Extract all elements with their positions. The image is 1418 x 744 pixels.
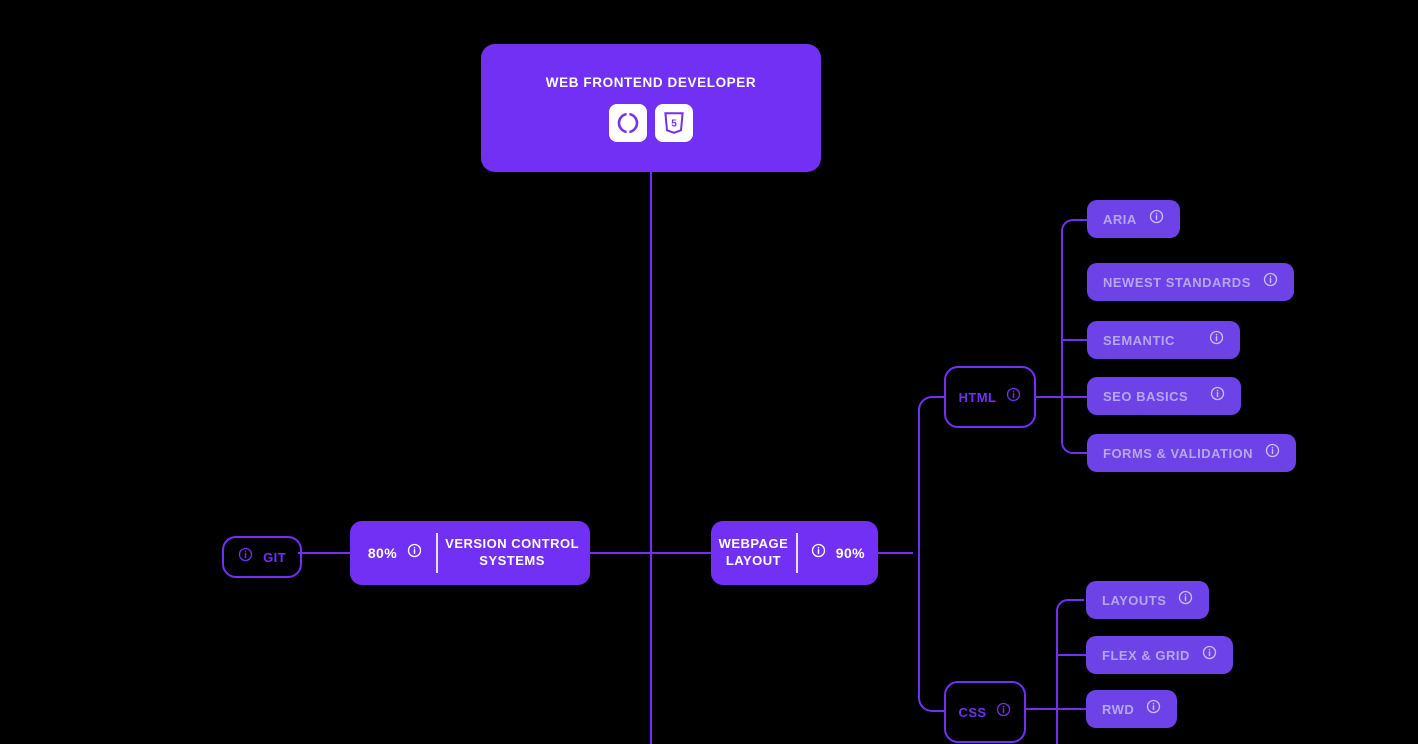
connector-html-seo [1036, 396, 1089, 398]
info-icon[interactable] [1178, 590, 1193, 610]
leaf-semantic[interactable]: SEMANTIC [1087, 321, 1240, 359]
leaf-rwd[interactable]: RWD [1086, 690, 1178, 728]
leaf-label: ARIA [1103, 211, 1137, 227]
leaf-seo-basics[interactable]: SEO BASICS [1087, 377, 1242, 415]
info-icon[interactable] [407, 543, 422, 563]
info-icon[interactable] [1149, 209, 1164, 229]
info-icon[interactable] [238, 547, 253, 567]
info-icon[interactable] [811, 543, 826, 563]
info-icon[interactable] [1209, 330, 1224, 350]
leaf-label: NEWEST STANDARDS [1103, 274, 1251, 290]
css3-icon [609, 103, 647, 142]
info-icon[interactable] [996, 702, 1011, 722]
info-icon[interactable] [1202, 645, 1217, 665]
root-node-label: WEB FRONTEND DEVELOPER [545, 74, 757, 90]
leaf-layouts[interactable]: LAYOUTS [1086, 581, 1210, 619]
connector-branch-bracket [918, 396, 946, 712]
leaf-aria[interactable]: ARIA [1087, 200, 1180, 238]
svg-text:5: 5 [671, 118, 677, 129]
connector-css-flexgrid [1056, 654, 1086, 656]
connector-css-children-bracket [1056, 599, 1084, 744]
node-webpage-layout-percent: 90% [835, 545, 865, 561]
node-divider [436, 533, 439, 573]
info-icon[interactable] [1210, 386, 1225, 406]
leaf-label: LAYOUTS [1102, 592, 1167, 608]
connector-css-rwd [1026, 708, 1086, 710]
leaf-forms-validation[interactable]: FORMS & VALIDATION [1087, 434, 1297, 472]
node-version-control-percent: 80% [367, 545, 398, 561]
node-css-label: CSS [958, 704, 987, 720]
info-icon[interactable] [1006, 387, 1021, 407]
node-html-label: HTML [958, 389, 997, 405]
connector-html-children-bracket [1061, 219, 1087, 454]
root-node-web-frontend-developer[interactable]: WEB FRONTEND DEVELOPER 5 [481, 44, 821, 172]
leaf-label: SEO BASICS [1103, 388, 1189, 404]
leaf-newest-standards[interactable]: NEWEST STANDARDS [1087, 263, 1294, 301]
node-webpage-layout-label: WEBPAGE LAYOUT [718, 536, 789, 568]
leaf-label: FORMS & VALIDATION [1103, 445, 1254, 461]
node-html[interactable]: HTML [944, 366, 1036, 428]
connector-center-spine [298, 552, 913, 554]
info-icon[interactable] [1263, 272, 1278, 292]
info-icon[interactable] [1265, 443, 1280, 463]
root-node-icons: 5 [609, 103, 693, 142]
leaf-label: SEMANTIC [1103, 332, 1175, 348]
node-git[interactable]: GIT [222, 536, 302, 578]
html5-icon: 5 [655, 103, 693, 142]
leaf-label: RWD [1102, 701, 1135, 717]
node-divider [795, 533, 798, 573]
leaf-flex-grid[interactable]: FLEX & GRID [1086, 636, 1233, 674]
node-css[interactable]: CSS [944, 681, 1026, 743]
connector-root-trunk [650, 172, 652, 744]
node-version-control-systems[interactable]: 80% VERSION CONTROL SYSTEMS [350, 521, 590, 585]
connector-html-semantic [1061, 339, 1089, 341]
node-git-label: GIT [263, 549, 286, 565]
leaf-label: FLEX & GRID [1102, 647, 1190, 663]
node-webpage-layout[interactable]: WEBPAGE LAYOUT 90% [711, 521, 878, 585]
info-icon[interactable] [1146, 699, 1161, 719]
node-version-control-label: VERSION CONTROL SYSTEMS [445, 536, 580, 568]
